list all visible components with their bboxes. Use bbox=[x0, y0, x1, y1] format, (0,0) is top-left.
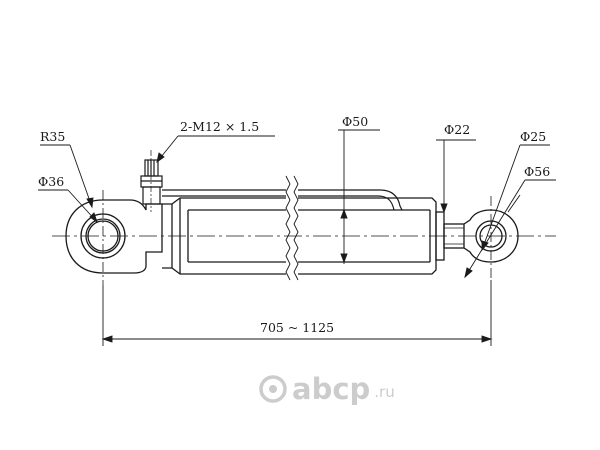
label-rod-diameter: Φ22 bbox=[444, 122, 470, 137]
left-eye-leaders bbox=[38, 144, 98, 224]
cylinder-barrel bbox=[162, 175, 437, 281]
label-eye-radius: R35 bbox=[40, 129, 65, 144]
watermark-suffix: .ru bbox=[374, 383, 395, 401]
thread-leader bbox=[156, 135, 275, 164]
external-pipe bbox=[162, 189, 403, 211]
hydraulic-port-fitting bbox=[140, 150, 163, 212]
rod-dimension bbox=[436, 139, 476, 214]
bore-dimension bbox=[338, 129, 380, 264]
right-eye-leaders bbox=[464, 144, 556, 279]
label-eye-bore-left: Φ36 bbox=[38, 174, 64, 189]
watermark-brand: abcp bbox=[292, 372, 371, 406]
left-rod-eye bbox=[65, 199, 163, 274]
gland-and-rod bbox=[435, 211, 465, 261]
label-bore-diameter: Φ50 bbox=[342, 114, 368, 129]
abcp-logo-icon bbox=[258, 374, 288, 404]
label-port-thread: 2-M12 × 1.5 bbox=[180, 119, 259, 134]
abcp-watermark: abcp .ru bbox=[258, 372, 395, 406]
label-eye-bore-right: Φ25 bbox=[520, 129, 546, 144]
length-dimension bbox=[101, 280, 493, 346]
label-length-range: 705 ~ 1125 bbox=[260, 320, 334, 335]
label-eye-outer-right: Φ56 bbox=[524, 164, 550, 179]
